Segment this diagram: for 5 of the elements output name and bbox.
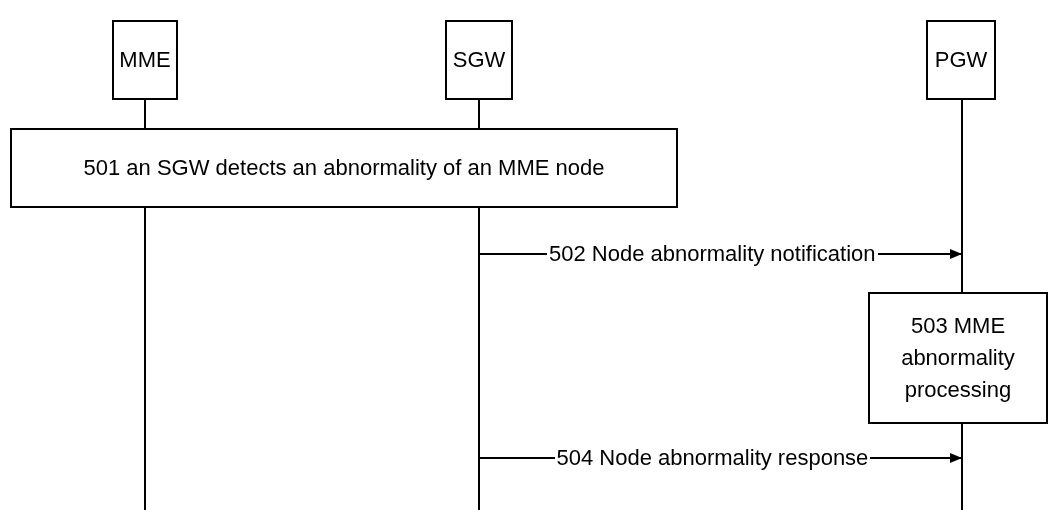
participant-box: MME: [112, 20, 178, 100]
participant-box: PGW: [926, 20, 996, 100]
participant-box: SGW: [445, 20, 513, 100]
step-box: 501 an SGW detects an abnormality of an MME node: [10, 128, 678, 208]
step-box: 503 MME abnormality processing: [868, 292, 1048, 424]
